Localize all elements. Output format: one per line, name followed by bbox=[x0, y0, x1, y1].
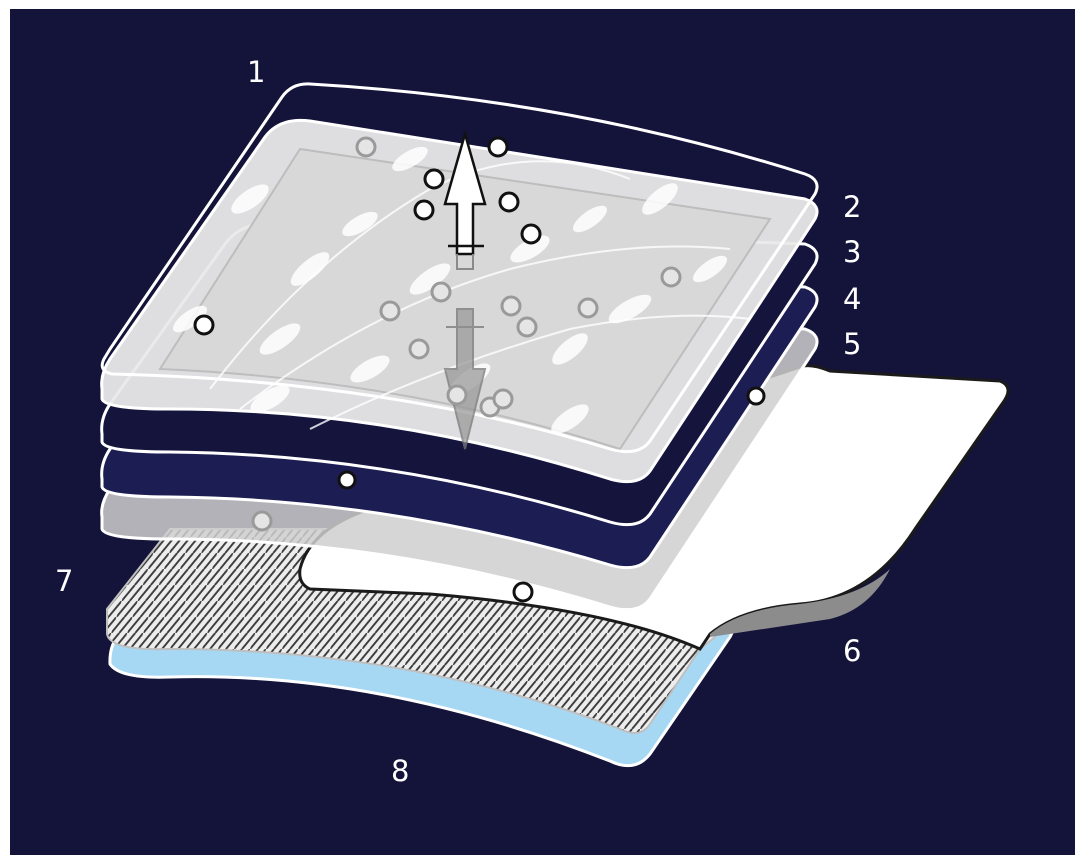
label-4: 4 bbox=[843, 282, 861, 316]
hole-dot bbox=[494, 390, 512, 408]
label-3: 3 bbox=[843, 235, 861, 269]
hole-dot bbox=[415, 201, 433, 219]
hole-dot bbox=[518, 318, 536, 336]
layer-diagram: 1 2 3 4 5 6 7 8 bbox=[10, 9, 1075, 855]
hole-dot bbox=[489, 138, 507, 156]
hole-dot bbox=[253, 512, 271, 530]
hole-dot bbox=[748, 388, 764, 404]
hole-dot bbox=[522, 225, 540, 243]
label-7: 7 bbox=[55, 564, 73, 598]
hole-dot bbox=[448, 386, 466, 404]
hole-dot bbox=[514, 583, 532, 601]
hole-dot bbox=[381, 302, 399, 320]
hole-dot bbox=[579, 299, 597, 317]
hole-dot bbox=[425, 170, 443, 188]
hole-dot bbox=[195, 316, 213, 334]
hole-dot bbox=[502, 297, 520, 315]
hole-dot bbox=[357, 138, 375, 156]
label-8: 8 bbox=[391, 754, 409, 788]
label-1: 1 bbox=[247, 55, 265, 89]
hole-dot bbox=[500, 193, 518, 211]
hole-dot bbox=[662, 268, 680, 286]
label-2: 2 bbox=[843, 190, 861, 224]
hole-dot bbox=[432, 283, 450, 301]
hole-dot bbox=[410, 340, 428, 358]
hole-dot bbox=[339, 472, 355, 488]
label-5: 5 bbox=[843, 327, 861, 361]
label-6: 6 bbox=[843, 634, 861, 668]
